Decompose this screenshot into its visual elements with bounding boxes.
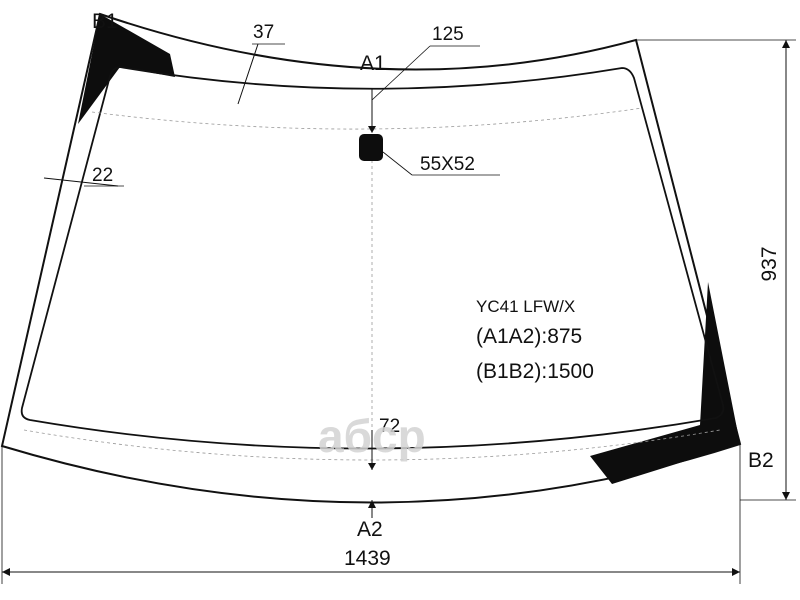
point-a1-label: A1 <box>360 52 386 75</box>
visible-area-bottom-line <box>23 429 721 461</box>
bottom-band-arrowhead <box>368 463 376 470</box>
height-arrow-bottom <box>782 492 790 500</box>
windshield-inner-outline <box>20 66 725 450</box>
sensor-offset-label: 125 <box>432 24 464 45</box>
sensor-size-leader <box>382 151 413 176</box>
sensor-offset-arrowhead <box>368 126 376 133</box>
side-band-label: 22 <box>92 165 113 186</box>
spec-b1b2: (B1B2):1500 <box>476 360 594 383</box>
shade-top-left <box>78 14 175 124</box>
width-arrow-left <box>2 568 10 576</box>
top-band-label: 37 <box>253 22 274 43</box>
part-code: YC41 LFW/X <box>476 297 575 316</box>
point-a2-label: A2 <box>357 518 383 541</box>
spec-a1a2: (A1A2):875 <box>476 325 582 348</box>
top-band-dim-line <box>237 43 259 105</box>
height-label: 937 <box>758 246 781 281</box>
width-label: 1439 <box>344 547 391 570</box>
sensor-offset-leader <box>371 45 431 101</box>
sensor-pad <box>359 134 383 161</box>
watermark-logo: aбcp <box>318 410 426 462</box>
sensor-size-label: 55X52 <box>420 154 475 175</box>
height-arrow-top <box>782 40 790 48</box>
side-band-dim-line <box>43 177 119 187</box>
a2-arrow <box>368 500 376 508</box>
width-arrow-right <box>732 568 740 576</box>
point-b1-label: B1 <box>92 10 118 33</box>
shade-bottom-right <box>590 282 740 484</box>
visible-area-top-line <box>91 107 643 130</box>
bottom-band-label: 72 <box>379 416 400 437</box>
point-b2-label: B2 <box>748 449 774 472</box>
